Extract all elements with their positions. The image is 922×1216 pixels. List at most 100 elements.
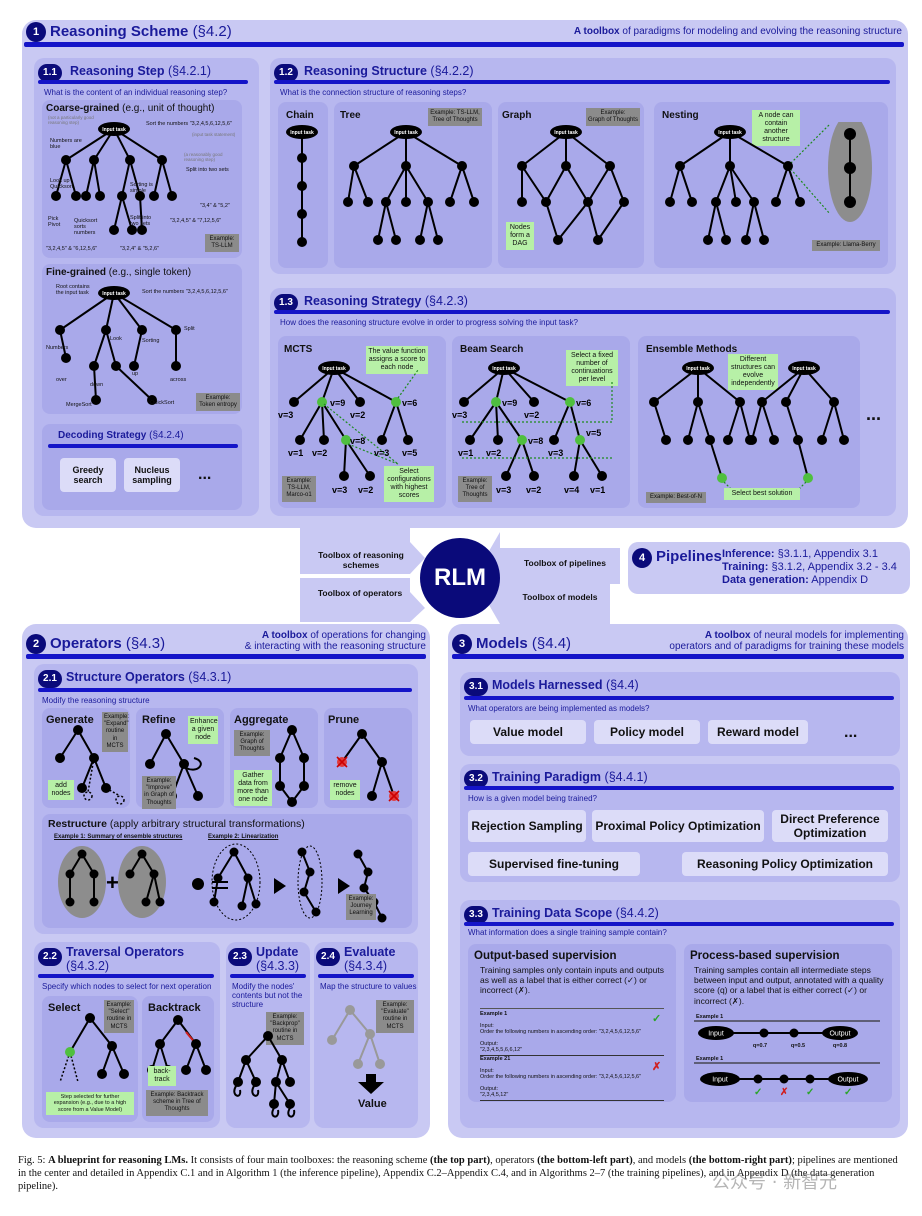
svg-text:v=3: v=3: [452, 410, 467, 420]
step-bar: [38, 80, 248, 84]
coarse-sorting: Sorting is simple: [130, 182, 153, 194]
update-question: Modify the nodes' contents but not the s…: [232, 982, 303, 1009]
process-ex1-label: Example 1: [696, 1014, 724, 1020]
paradigm-title: Training Paradigm (§4.4.1): [492, 770, 648, 784]
svg-text:v=6: v=6: [402, 398, 417, 408]
coarse-a: "3,4" & "5,2": [200, 203, 230, 209]
update-example: Example: "Backprop" routine in MCTS: [266, 1012, 304, 1045]
graph-diagram: Input task: [517, 125, 629, 245]
coarse-example: Example:TS-LLM: [205, 234, 239, 253]
update-diagram: [233, 1031, 296, 1118]
traversal-question: Specify which nodes to select for next o…: [42, 982, 212, 991]
svg-text:v=3: v=3: [278, 410, 293, 420]
pipelines-badge: 4: [632, 548, 652, 568]
svg-text:v=2: v=2: [486, 448, 501, 458]
paradigm-question: How is a given model being trained?: [468, 794, 597, 803]
aggregate-diagram: [275, 725, 309, 807]
nesting-note: A node can contain another structure: [752, 110, 800, 147]
subsection-badge: 2.3: [228, 947, 252, 966]
tree-example: Example: TS-LLM, Tree of Thoughts: [428, 108, 482, 127]
q1-label: q=0.7: [753, 1043, 767, 1049]
mcts-label: MCTS: [284, 344, 313, 355]
coarse-pick: Pick Pivot: [48, 216, 61, 228]
svg-text:v=3: v=3: [374, 448, 389, 458]
fine-word-3: Split: [184, 326, 195, 332]
structure-ops-header: 2.1 Structure Operators (§4.3.1): [38, 668, 231, 688]
models-header: 3 Models (§4.4) A toolbox of neural mode…: [452, 630, 904, 654]
coarse-split2: Split into two sets: [130, 215, 152, 227]
ensemble-example: Example: Best-of-N: [646, 492, 706, 504]
scope-question: What information does a single training …: [468, 928, 667, 937]
svg-text:v=2: v=2: [350, 410, 365, 420]
update-title: Update(§4.3.3): [256, 945, 300, 973]
section-badge: 3: [452, 634, 472, 654]
fine-sort: Sort the numbers "3,2,4,5,6,12,5,6": [142, 289, 228, 295]
subsection-badge: 2.4: [316, 947, 340, 966]
decoding-title: Decoding Strategy (§4.2.4): [58, 430, 184, 441]
models-toolbox: A toolbox of neural models for implement…: [669, 630, 904, 652]
mcts-example: Example:TS-LLM, Marco-o1: [282, 476, 316, 502]
nesting-diagram: Input task: [665, 122, 872, 245]
coarse-quick: Quicksort sorts numbers: [74, 218, 98, 236]
subsection-badge: 1.3: [274, 293, 298, 312]
reasoning-scheme-header: 1 Reasoning Scheme (§4.2) A toolbox of p…: [24, 22, 904, 42]
harnessed-question: What operators are being implemented as …: [468, 704, 650, 713]
structure-ops-bar: [38, 688, 412, 692]
coarse-c: "3,2,4,5" & "6,12,5,6": [46, 246, 98, 252]
svg-text:v=5: v=5: [586, 428, 601, 438]
svg-text:v=3: v=3: [548, 448, 563, 458]
q3-label: q=0.8: [833, 1043, 847, 1049]
input-task-node-label: Input task: [718, 130, 742, 136]
refine-note: Enhance a given node: [188, 716, 218, 745]
evaluate-diagram: [327, 1005, 385, 1094]
input-task-node-label: Input task: [290, 130, 314, 136]
strategy-title: Reasoning Strategy (§4.2.3): [304, 294, 468, 308]
node-output-label: Output: [829, 1031, 850, 1038]
outcome-title: Output-based supervision: [474, 950, 617, 962]
subsection-badge: 3.1: [464, 677, 488, 696]
structure-header: 1.2 Reasoning Structure (§4.2.2): [274, 62, 474, 82]
pipelines-title: Pipelines: [656, 548, 722, 565]
input-task-node-label: Input task: [554, 130, 578, 136]
ensemble-diagram: Input task Input task: [649, 361, 849, 493]
mcts-note: The value function assigns a score to ea…: [366, 346, 428, 375]
svg-text:v=9: v=9: [330, 398, 345, 408]
center-arrows: [300, 528, 620, 624]
pipelines-panel: [628, 542, 910, 594]
restructure-title: Restructure (apply arbitrary structural …: [48, 818, 305, 830]
reasoning-scheme-toolbox: A toolbox of paradigms for modeling and …: [573, 26, 902, 37]
center-pipelines-label: Toolbox of pipelines: [523, 558, 606, 568]
process-ex1b-label: Example 1: [696, 1056, 724, 1062]
input-task-node-label: Input task: [102, 291, 126, 297]
fine-word-9: QuickSort: [150, 400, 175, 406]
reasoning-scheme-title: Reasoning Scheme (§4.2): [50, 23, 232, 40]
scheme-bar: [24, 42, 904, 47]
svg-text:v=9: v=9: [502, 398, 517, 408]
fine-word-4: over: [56, 377, 67, 383]
tree-label: Tree: [340, 110, 361, 121]
strategy-header: 1.3 Reasoning Strategy (§4.2.3): [274, 292, 468, 312]
coarse-gray2: (input task statement): [192, 132, 236, 137]
operators-bar: [26, 654, 426, 659]
input-task-node-label: Input task: [394, 130, 418, 136]
traversal-title: Traversal Operators(§4.3.2): [66, 945, 185, 973]
input-task-node-label: Input task: [792, 366, 816, 372]
nucleus-sampling-box: Nucleus sampling: [124, 458, 180, 492]
svg-text:v=3: v=3: [332, 485, 347, 495]
section-badge: 2: [26, 634, 46, 654]
journey-example: Example: Journey Learning: [346, 894, 376, 920]
generate-example: Example: "Expand" routine in MCTS: [102, 712, 129, 752]
svg-text:✗: ✗: [780, 1087, 788, 1096]
models-bar: [452, 654, 904, 659]
dag-note: Nodes form a DAG: [506, 222, 534, 251]
pipelines-refs: Inference: §3.1.1, Appendix 3.1 Training…: [722, 548, 897, 587]
evaluate-header: 2.4 Evaluate(§4.3.4): [316, 945, 395, 973]
input-task-node-label: Input task: [102, 127, 126, 133]
rejection-sampling-box: Rejection Sampling: [468, 810, 586, 842]
fine-word-5: down: [90, 382, 104, 388]
prune-diagram: [336, 729, 400, 802]
select-diagram: [59, 1013, 129, 1083]
outcome-check: ✓: [652, 1013, 662, 1025]
fine-title: Fine-grained (e.g., single token): [46, 267, 192, 278]
input-task-node-label: Input task: [492, 366, 516, 372]
